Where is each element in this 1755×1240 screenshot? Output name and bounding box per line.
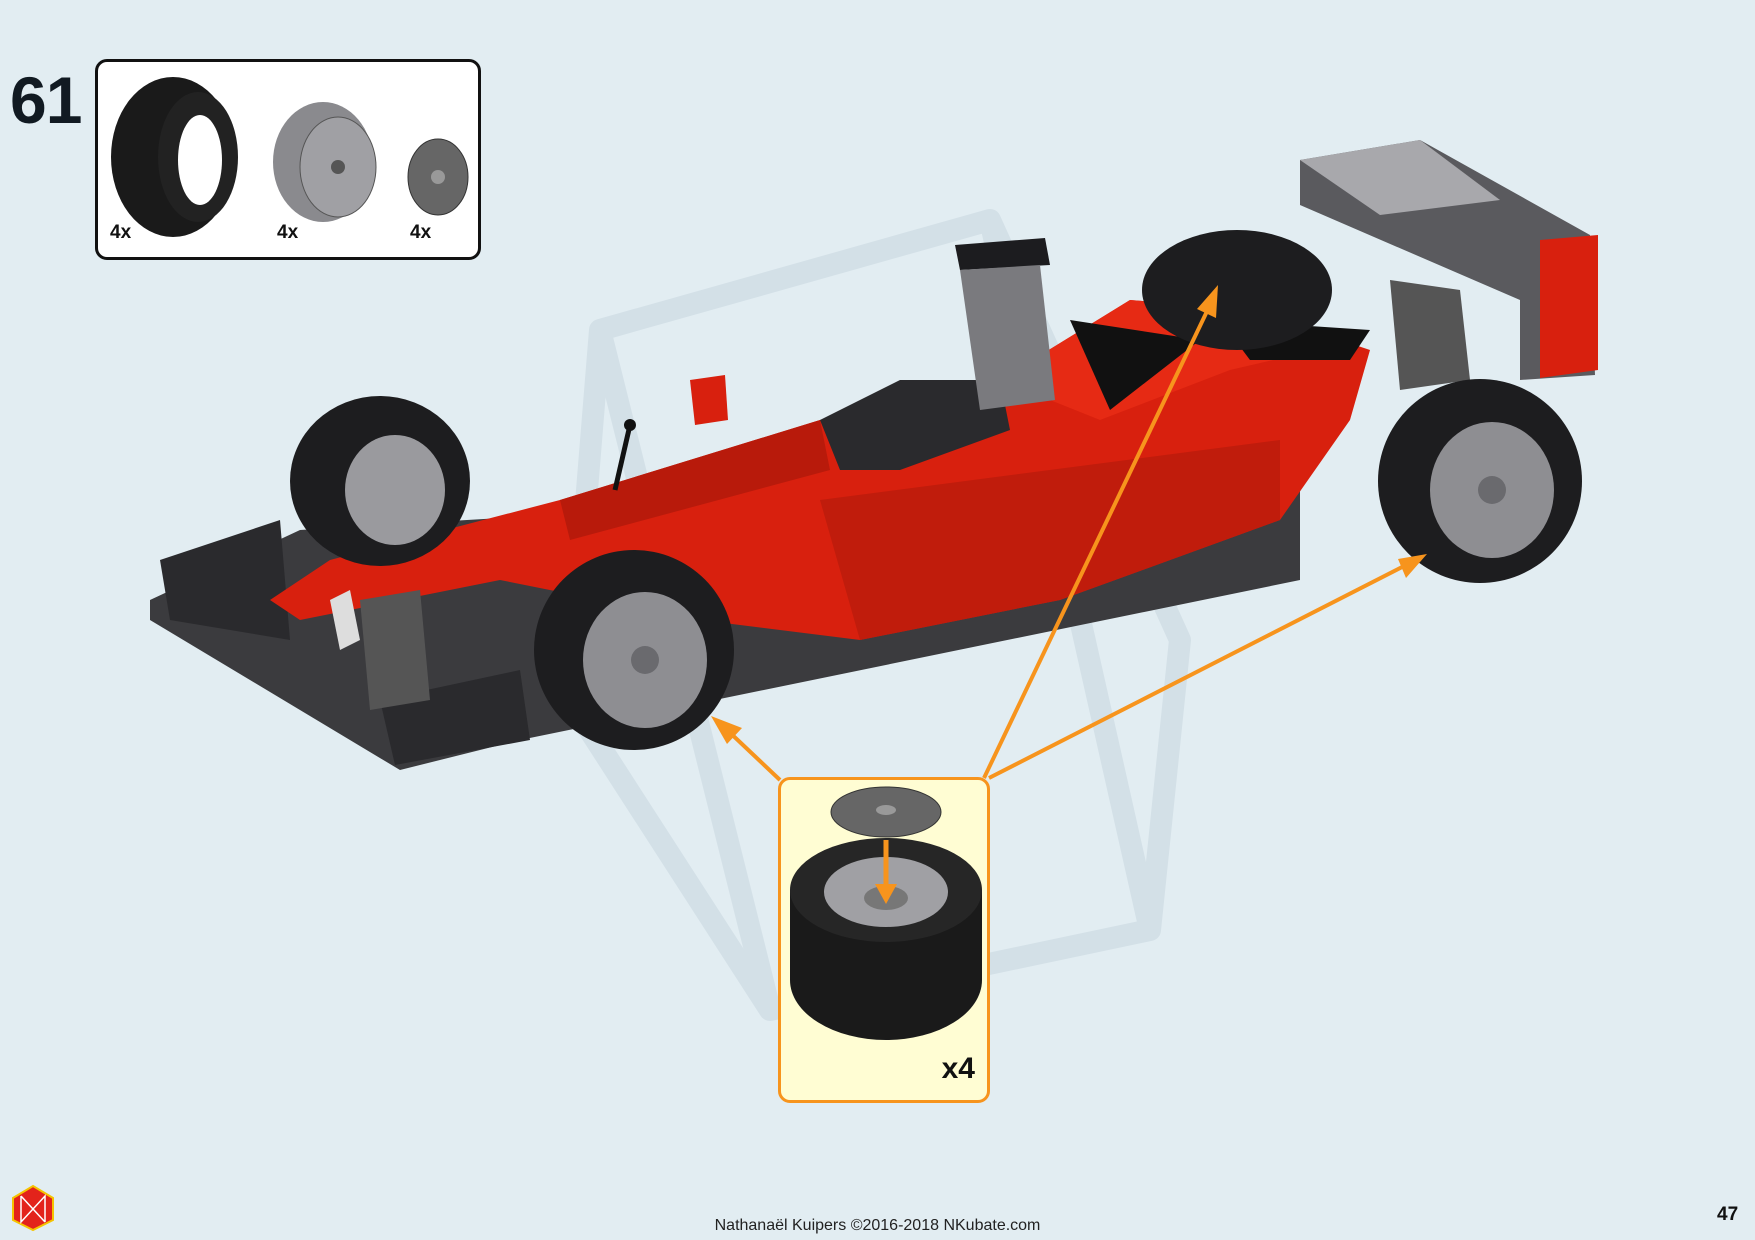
- parts-illustration: [111, 77, 469, 237]
- parts-list-box: 4x 4x 4x: [95, 59, 481, 260]
- wheel-front-right: [1378, 379, 1582, 583]
- hubcap-quantity: 4x: [410, 222, 432, 243]
- nkubate-logo: [12, 1184, 54, 1232]
- wheel-rear-right: [1142, 230, 1332, 350]
- wheel-front-left: [534, 550, 734, 750]
- footer-credit: Nathanaël Kuipers ©2016-2018 NKubate.com: [714, 1217, 1041, 1234]
- hubcap-icon: [407, 138, 469, 216]
- wheel-assembly-illustration: [790, 786, 982, 1040]
- assembly-multiplier: x4: [941, 1052, 975, 1085]
- wheel-rim-icon: [273, 102, 377, 222]
- page-number: 47: [1717, 1204, 1739, 1225]
- placement-arrows: [711, 285, 1427, 782]
- step-number: 61: [10, 63, 82, 137]
- tire-quantity: 4x: [110, 222, 132, 243]
- wheel-rear-left: [290, 396, 470, 566]
- rim-quantity: 4x: [277, 222, 299, 243]
- wheel-icon: [790, 838, 982, 1040]
- tire-icon: [111, 77, 238, 237]
- hubcap-icon: [830, 786, 942, 838]
- subassembly-callout: x4: [778, 777, 990, 1103]
- insert-arrow: [875, 840, 897, 904]
